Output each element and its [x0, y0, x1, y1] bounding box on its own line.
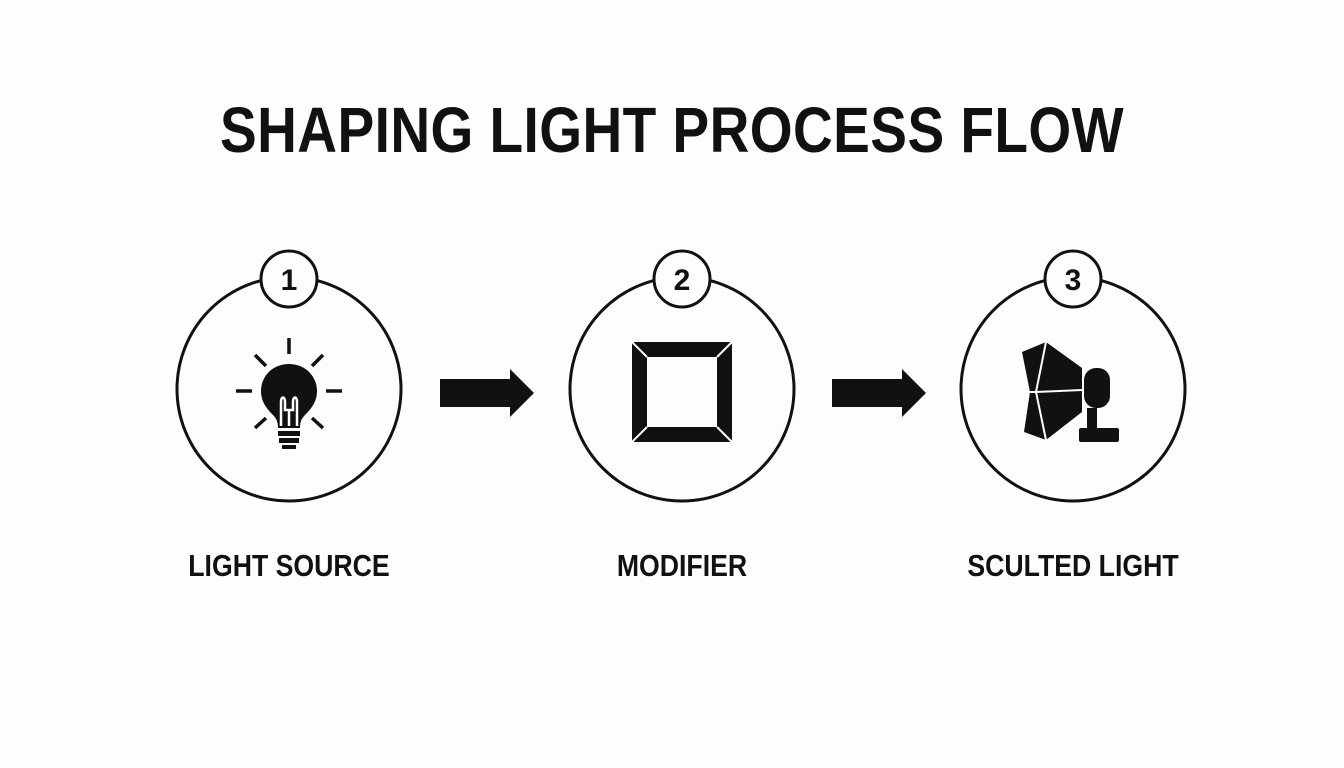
arrow-2-to-3 — [832, 369, 926, 417]
step-3-label: SCULTED LIGHT — [967, 548, 1179, 583]
square-frame-icon — [631, 341, 733, 443]
step-1-badge: 1 — [259, 249, 319, 309]
step-3: 3 — [959, 249, 1187, 503]
step-1-number: 1 — [281, 264, 298, 297]
step-3-number: 3 — [1065, 264, 1082, 297]
step-2-number: 2 — [674, 264, 691, 297]
step-2-label: MODIFIER — [616, 548, 748, 583]
step-1: 1 — [175, 249, 403, 503]
step-2: 2 — [568, 249, 796, 503]
step-2-circle — [568, 275, 796, 503]
diagram-title: SHAPING LIGHT PROCESS FLOW — [219, 94, 1125, 166]
light-bulb-icon — [236, 338, 342, 449]
step-1-label: LIGHT SOURCE — [188, 548, 390, 583]
step-2-badge: 2 — [652, 249, 712, 309]
arrow-1-to-2 — [440, 369, 534, 417]
step-3-badge: 3 — [1043, 249, 1103, 309]
softbox-light-icon — [1022, 341, 1119, 442]
